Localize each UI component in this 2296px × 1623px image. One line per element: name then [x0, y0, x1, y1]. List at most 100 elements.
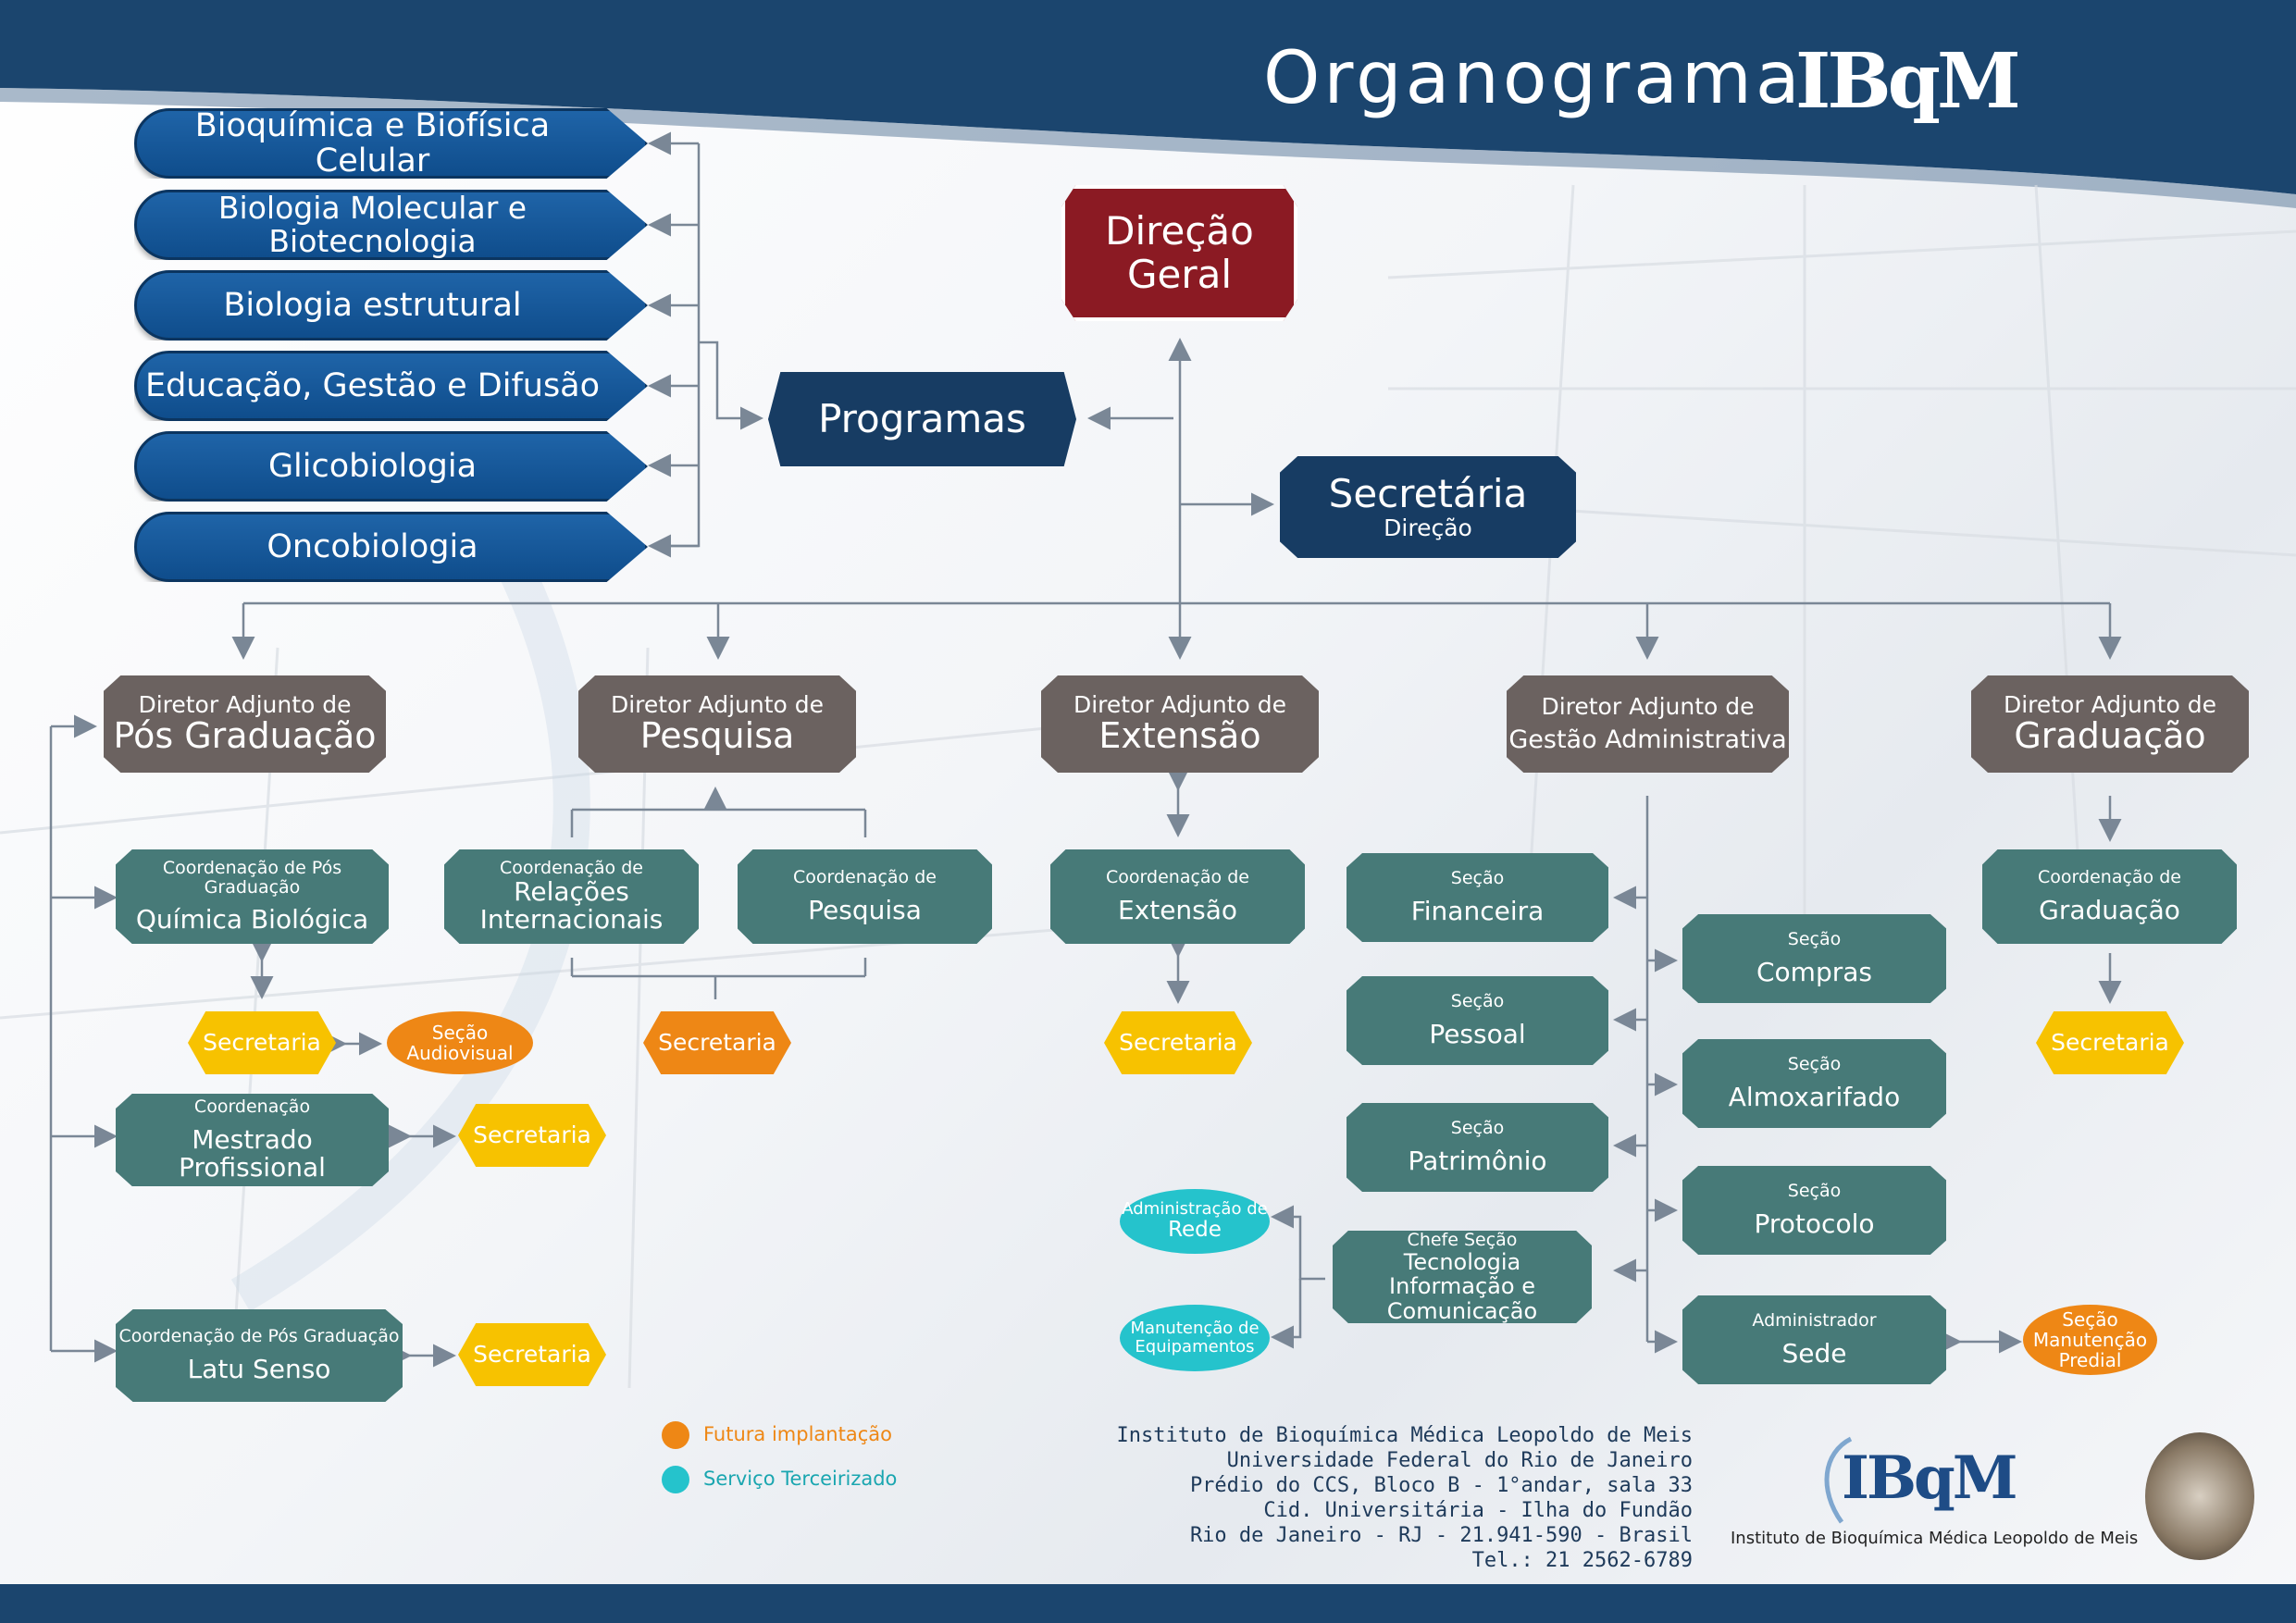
logo-swoosh-icon: [1824, 1436, 1853, 1524]
secao-name: Patrimônio: [1408, 1146, 1547, 1177]
direcao-geral-line2: Geral: [1126, 251, 1233, 297]
address-line: Rio de Janeiro - RJ - 21.941-590 - Brasi…: [1189, 1524, 1693, 1547]
director-pesquisa[interactable]: Diretor Adjunto de Pesquisa: [578, 675, 856, 773]
legend-outsourced-dot: [662, 1466, 689, 1493]
manutencao-equipamentos[interactable]: Manutenção de Equipamentos: [1120, 1305, 1270, 1371]
coord-prefix: Coordenação de: [2038, 867, 2181, 888]
secretaria-qb[interactable]: Secretaria: [188, 1011, 336, 1074]
director-name: Pesquisa: [639, 715, 795, 757]
secao-name: Tecnologia Informação e Comunicação: [1386, 1248, 1538, 1324]
predial-line1: Seção: [2062, 1308, 2118, 1331]
secretaria-direcao-node[interactable]: Secretária Direção: [1280, 456, 1576, 558]
secao-name: Almoxarifado: [1728, 1082, 1901, 1113]
coord-relacoes-internacionais[interactable]: Coordenação de Relações Internacionais: [444, 849, 699, 944]
predial-line2: Manutenção: [2032, 1329, 2148, 1351]
coord-prefix: Coordenação de: [793, 867, 937, 888]
secao-name: Pessoal: [1429, 1019, 1526, 1050]
footer-band: [0, 1584, 2296, 1623]
equip-line2: Equipamentos: [1135, 1337, 1255, 1357]
secretaria-graduacao[interactable]: Secretaria: [2036, 1011, 2184, 1074]
coord-prefix: Coordenação de Pós Graduação: [162, 857, 342, 898]
secao-pessoal[interactable]: Seção Pessoal: [1347, 976, 1608, 1065]
director-prefix: Diretor Adjunto de: [1541, 692, 1755, 720]
equip-line1: Manutenção de: [1130, 1319, 1260, 1339]
address-line: Universidade Federal do Rio de Janeiro: [1226, 1449, 1693, 1472]
address-block: Instituto de Bioquímica Médica Leopoldo …: [860, 1423, 1693, 1573]
legend-outsourced-label: Serviço Terceirizado: [703, 1468, 898, 1490]
coord-prefix: Coordenação: [193, 1096, 311, 1117]
program-biologia-estrutural[interactable]: Biologia estrutural: [134, 270, 648, 341]
director-prefix: Diretor Adjunto de: [138, 690, 352, 718]
secao-almoxarifado[interactable]: Seção Almoxarifado: [1682, 1039, 1946, 1128]
program-glicobiologia[interactable]: Glicobiologia: [134, 431, 648, 502]
director-prefix: Diretor Adjunto de: [610, 690, 825, 718]
coord-graduacao[interactable]: Coordenação de Graduação: [1982, 849, 2237, 944]
coord-name: Relações Internacionais: [479, 875, 664, 935]
coord-mestrado-profissional[interactable]: Coordenação Mestrado Profissional: [116, 1094, 389, 1186]
programas-node[interactable]: Programas: [768, 372, 1076, 466]
coord-name: Graduação: [2039, 895, 2180, 926]
coord-prefix: Coordenação de: [1106, 867, 1249, 888]
secao-audiovisual[interactable]: Seção Audiovisual: [387, 1011, 533, 1074]
legend-future-dot: [662, 1421, 689, 1449]
coord-quimica-biologica[interactable]: Coordenação de Pós Graduação Química Bio…: [116, 849, 389, 944]
secao-name: Protocolo: [1754, 1208, 1875, 1240]
address-line: Prédio do CCS, Bloco B - 1°andar, sala 3…: [1189, 1474, 1693, 1497]
coord-extensao[interactable]: Coordenação de Extensão: [1050, 849, 1305, 944]
director-prefix: Diretor Adjunto de: [2003, 690, 2217, 718]
secao-financeira[interactable]: Seção Financeira: [1347, 853, 1608, 942]
program-biologia-molecular[interactable]: Biologia Molecular e Biotecnologia: [134, 190, 648, 260]
direcao-geral-node[interactable]: Direção Geral: [1061, 185, 1297, 321]
header-band: [0, 0, 2296, 194]
secretaria-mp[interactable]: Secretaria: [458, 1104, 606, 1167]
direcao-geral-line1: Direção: [1105, 208, 1254, 254]
secao-prefix: Seção: [1450, 868, 1505, 889]
director-name: Gestão Administrativa: [1508, 725, 1787, 755]
program-oncobiologia[interactable]: Oncobiologia: [134, 512, 648, 582]
audiovisual-line1: Seção: [431, 1022, 489, 1044]
secao-manutencao-predial[interactable]: Seção Manutenção Predial: [2023, 1305, 2157, 1375]
secao-patrimonio[interactable]: Seção Patrimônio: [1347, 1103, 1608, 1192]
director-name: Pós Graduação: [113, 715, 377, 757]
admin-rede[interactable]: Administração de Rede: [1120, 1189, 1270, 1254]
program-educacao[interactable]: Educação, Gestão e Difusão: [134, 351, 648, 421]
coord-latu-senso[interactable]: Coordenação de Pós Graduação Latu Senso: [116, 1309, 403, 1402]
director-extensao[interactable]: Diretor Adjunto de Extensão: [1041, 675, 1319, 773]
coord-prefix: Coordenação de: [500, 857, 643, 878]
secao-prefix: Seção: [1787, 1054, 1842, 1075]
secao-tecnologia-informacao[interactable]: Chefe Seção Tecnologia Informação e Comu…: [1333, 1231, 1592, 1323]
ufrj-seal-icon: [2145, 1432, 2254, 1560]
director-prefix: Diretor Adjunto de: [1073, 690, 1287, 718]
director-gestao-administrativa[interactable]: Diretor Adjunto de Gestão Administrativa: [1507, 675, 1789, 773]
predial-line3: Predial: [2058, 1349, 2122, 1371]
program-bioquimica[interactable]: Bioquímica e Biofísica Celular: [134, 108, 648, 179]
header-brand-logo: IBqM: [1795, 37, 2021, 126]
rede-line1: Administração de: [1122, 1199, 1268, 1220]
legend-future-label: Futura implantação: [703, 1423, 892, 1445]
secretaria-direcao-sub: Direção: [1384, 514, 1472, 542]
address-line: Instituto de Bioquímica Médica Leopoldo …: [1116, 1424, 1693, 1447]
rede-line2: Rede: [1168, 1218, 1222, 1243]
secao-prefix: Seção: [1450, 1118, 1505, 1139]
secretaria-ls[interactable]: Secretaria: [458, 1323, 606, 1386]
coord-prefix: Coordenação de Pós Graduação: [118, 1326, 400, 1347]
page-title: Organograma: [1263, 37, 1804, 120]
director-pos-graduacao[interactable]: Diretor Adjunto de Pós Graduação: [104, 675, 386, 773]
coord-pesquisa[interactable]: Coordenação de Pesquisa: [738, 849, 992, 944]
secao-sede[interactable]: Administrador Sede: [1682, 1295, 1946, 1384]
coord-name: Latu Senso: [187, 1354, 331, 1385]
secao-prefix: Seção: [1787, 1181, 1842, 1202]
ibqm-logo: IBqM: [1842, 1443, 2018, 1513]
director-name: Graduação: [2014, 715, 2206, 757]
coord-name: Pesquisa: [808, 895, 922, 926]
secao-protocolo[interactable]: Seção Protocolo: [1682, 1166, 1946, 1255]
ibqm-logo-subtitle: Instituto de Bioquímica Médica Leopoldo …: [1731, 1529, 2139, 1548]
secretaria-pesquisa[interactable]: Secretaria: [643, 1011, 791, 1074]
secao-prefix: Administrador: [1752, 1310, 1877, 1332]
secao-name: Sede: [1781, 1338, 1847, 1369]
secao-prefix: Seção: [1450, 991, 1505, 1012]
secretaria-extensao[interactable]: Secretaria: [1104, 1011, 1252, 1074]
secao-compras[interactable]: Seção Compras: [1682, 914, 1946, 1003]
director-graduacao[interactable]: Diretor Adjunto de Graduação: [1971, 675, 2249, 773]
secretaria-direcao-title: Secretária: [1328, 471, 1528, 517]
